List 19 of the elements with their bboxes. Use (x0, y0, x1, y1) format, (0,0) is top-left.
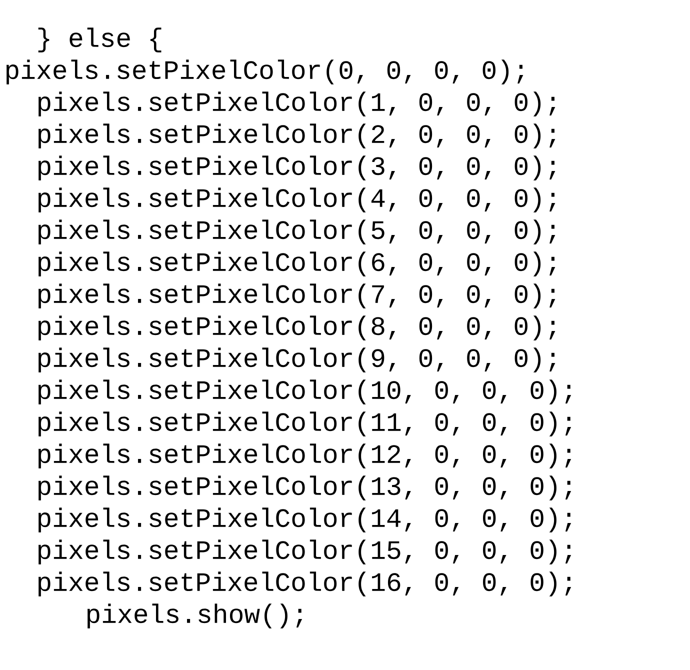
code-line: pixels.setPixelColor(11, 0, 0, 0); (38, 412, 572, 436)
code-line: pixels.setPixelColor(3, 0, 0, 0); (38, 156, 556, 180)
code-line: pixels.setPixelColor(13, 0, 0, 0); (38, 476, 572, 500)
code-line: pixels.setPixelColor(5, 0, 0, 0); (38, 220, 556, 244)
code-line: pixels.setPixelColor(4, 0, 0, 0); (38, 188, 556, 212)
code-line: pixels.setPixelColor(14, 0, 0, 0); (38, 508, 572, 532)
code-line: pixels.setPixelColor(7, 0, 0, 0); (38, 284, 556, 308)
code-line: pixels.setPixelColor(0, 0, 0, 0); (6, 60, 524, 84)
code-line: pixels.setPixelColor(15, 0, 0, 0); (38, 540, 572, 564)
code-line: pixels.setPixelColor(2, 0, 0, 0); (38, 124, 556, 148)
code-line: pixels.setPixelColor(1, 0, 0, 0); (38, 92, 556, 116)
code-line: pixels.setPixelColor(6, 0, 0, 0); (38, 252, 556, 276)
code-line: pixels.setPixelColor(12, 0, 0, 0); (38, 444, 572, 468)
code-line: pixels.show(); (88, 604, 302, 628)
code-line: pixels.setPixelColor(16, 0, 0, 0); (38, 572, 572, 596)
code-line: pixels.setPixelColor(10, 0, 0, 0); (38, 380, 572, 404)
code-line: pixels.setPixelColor(8, 0, 0, 0); (38, 316, 556, 340)
code-line: pixels.setPixelColor(9, 0, 0, 0); (38, 348, 556, 372)
code-line: } else { (38, 28, 162, 52)
